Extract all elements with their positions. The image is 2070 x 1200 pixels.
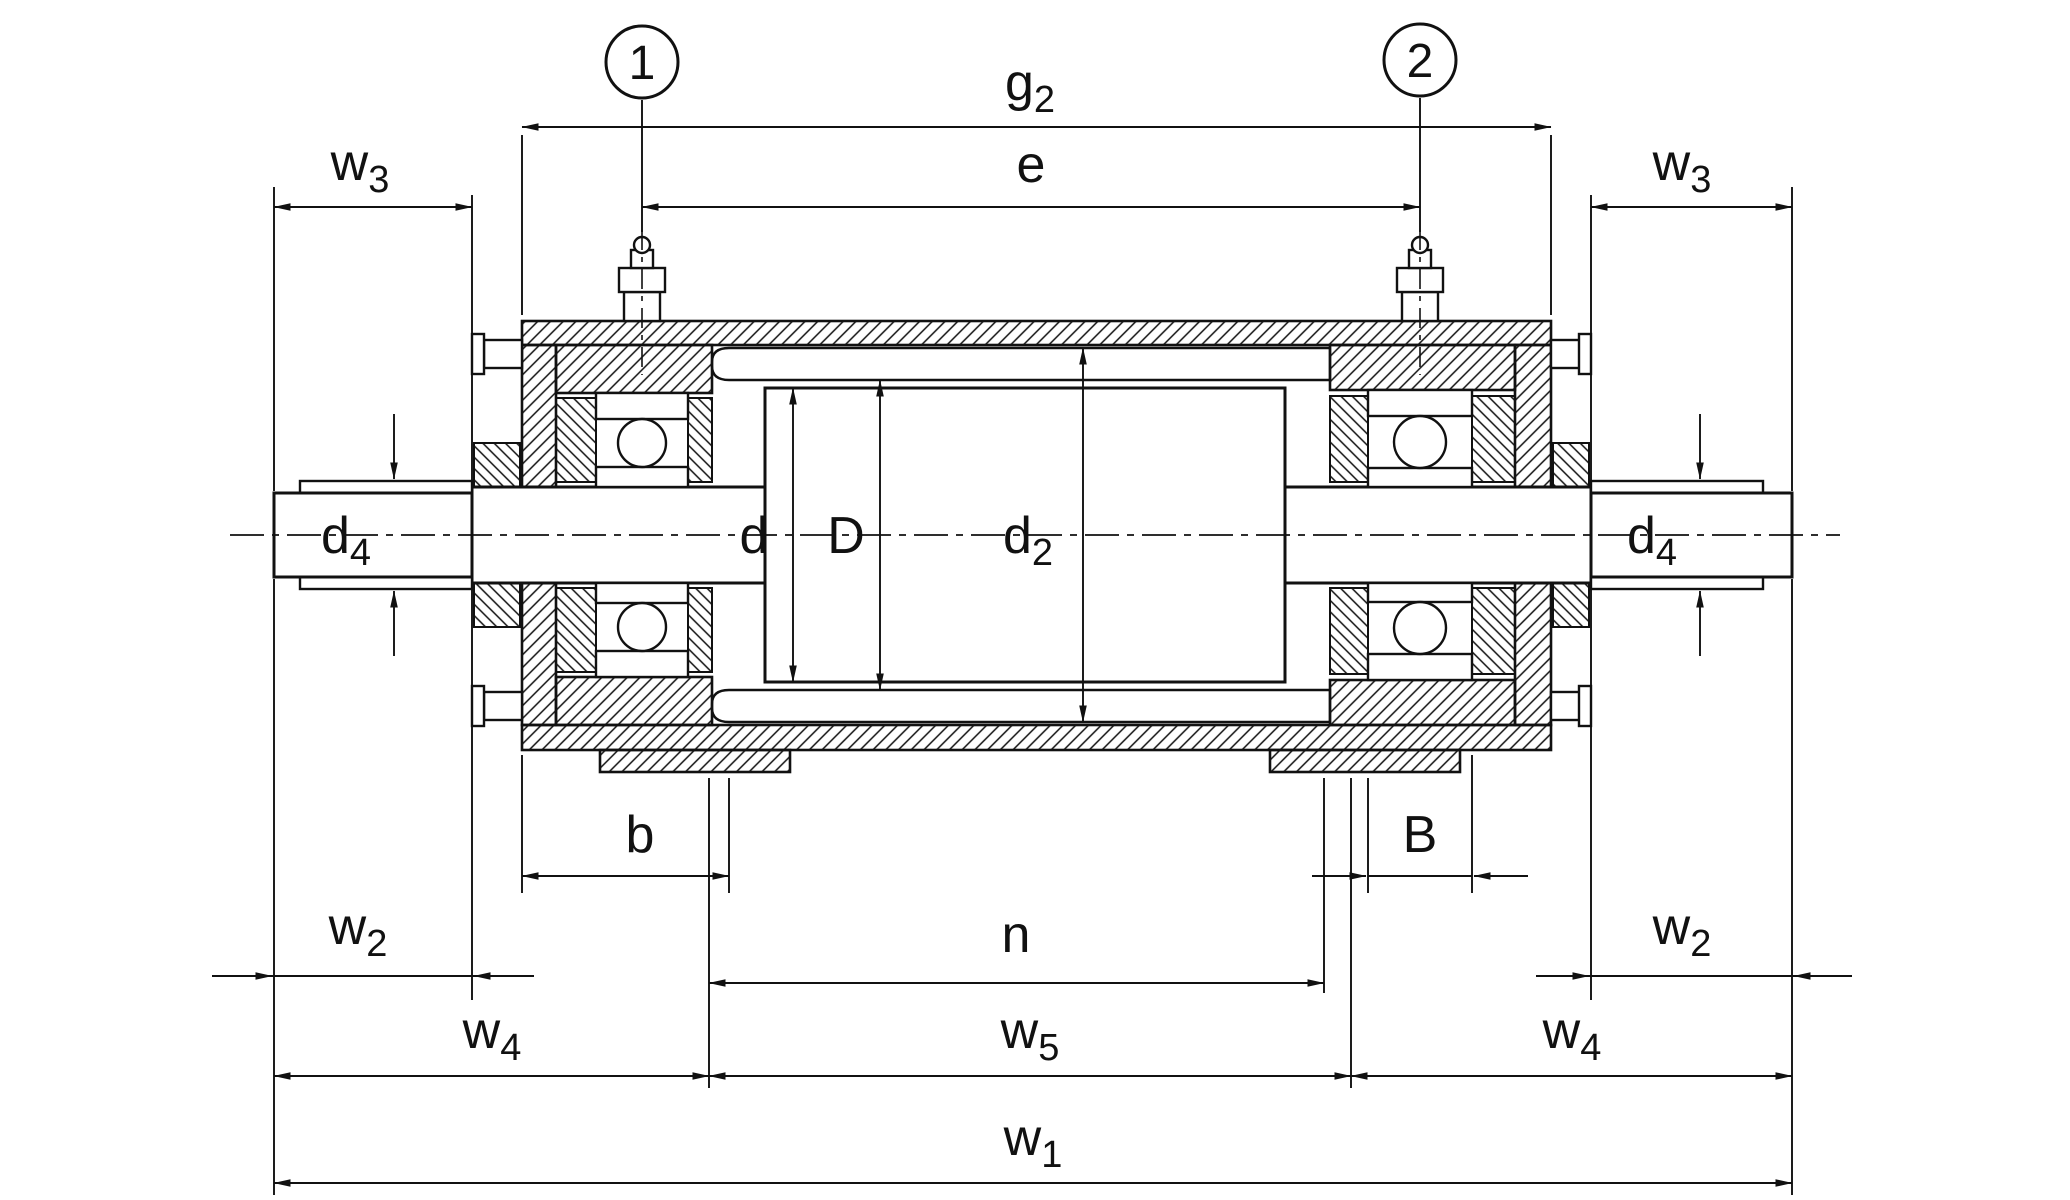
dim-label-w3-right: w3 — [1652, 134, 1712, 201]
left-end-cap-bottom — [520, 581, 558, 727]
dimension-labels: g2 e w3 w3 d4 d4 d D d2 b B n w2 w2 w4 w… — [321, 54, 1711, 1176]
right-bearing-seal-inner-bottom — [1329, 587, 1369, 675]
left-bearing-ball-bottom — [616, 601, 668, 653]
left-inner-race-bottom — [594, 581, 690, 605]
dim-label-b: b — [626, 806, 655, 864]
left-end-cap-top — [520, 343, 558, 489]
dim-label-w2-right: w2 — [1652, 898, 1712, 965]
right-locking-collar-bottom — [1552, 582, 1590, 628]
left-bearing-seal-outer-bottom — [555, 587, 597, 673]
right-outer-race-top — [1366, 388, 1474, 418]
right-bolt-head-bottom — [1577, 684, 1593, 728]
left-mounting-foot — [598, 748, 792, 774]
left-bolt-head-bottom — [470, 684, 486, 728]
right-outer-race-bottom — [1366, 652, 1474, 682]
shell-bottom-wall — [520, 723, 1553, 752]
left-bearing-seal-inner-top — [687, 397, 713, 483]
right-housing-boss-bottom — [1328, 678, 1517, 727]
right-bearing-seal-outer-bottom — [1471, 587, 1516, 675]
left-housing-boss-bottom — [554, 675, 714, 727]
dim-label-B: B — [1403, 806, 1438, 864]
left-outer-race-top — [594, 391, 690, 421]
dim-label-n: n — [1002, 906, 1031, 964]
left-housing-boss-top — [554, 343, 714, 395]
dim-label-w3-left: w3 — [330, 134, 390, 201]
callout-2-number: 2 — [1407, 35, 1434, 88]
callout-1-number: 1 — [629, 37, 656, 90]
callout-2: 2 — [1382, 22, 1458, 98]
left-bolt-shank-bottom — [482, 690, 524, 722]
dim-label-w1: w1 — [1003, 1109, 1063, 1176]
right-end-cap-top — [1513, 343, 1553, 489]
right-inner-race-top — [1366, 466, 1474, 489]
dim-label-w4-left: w4 — [462, 1002, 522, 1069]
spacer-sleeve-top-wall — [710, 346, 1332, 382]
dim-label-e: e — [1017, 136, 1046, 194]
right-end-cap-bottom — [1513, 581, 1553, 727]
right-inner-race-bottom — [1366, 581, 1474, 604]
right-bearing — [1329, 388, 1516, 682]
left-locking-collar-top — [473, 442, 521, 488]
left-locking-collar-bottom — [473, 582, 521, 628]
right-mounting-foot — [1268, 748, 1462, 774]
shell-top-wall — [520, 319, 1553, 347]
spacer-sleeve-bottom-wall — [710, 688, 1332, 724]
cap-bolts — [470, 332, 1593, 728]
callout-1-circle — [604, 24, 680, 100]
right-locking-collar-top — [1552, 442, 1590, 488]
left-bolt-head-top — [470, 332, 486, 376]
dimension-lines — [212, 123, 1852, 1187]
dim-label-w5: w5 — [1000, 1002, 1060, 1069]
dim-label-d: d — [740, 507, 769, 565]
dim-label-d2: d2 — [1003, 507, 1053, 574]
shaft-center-section — [763, 386, 1287, 684]
left-inner-race-top — [594, 465, 690, 489]
extension-lines — [273, 98, 1793, 1195]
left-bearing-seal-outer-top — [555, 397, 597, 483]
right-bearing-ball-bottom — [1392, 600, 1448, 656]
dim-label-w4-right: w4 — [1542, 1002, 1602, 1069]
right-bearing-seal-inner-top — [1329, 395, 1369, 483]
callout-1: 1 — [604, 24, 680, 100]
dim-label-w2-left: w2 — [328, 898, 388, 965]
spacer-sleeve — [710, 346, 1332, 724]
dim-label-D: D — [827, 507, 865, 565]
right-housing-boss-top — [1328, 343, 1517, 392]
locking-collars — [473, 442, 1590, 628]
dim-label-d4-left: d4 — [321, 507, 371, 574]
callout-2-circle — [1382, 22, 1458, 98]
left-outer-race-bottom — [594, 649, 690, 679]
right-bearing-ball-top — [1392, 414, 1448, 470]
left-bearing — [555, 391, 713, 679]
dim-label-d4-right: d4 — [1627, 507, 1677, 574]
right-bolt-head-top — [1577, 332, 1593, 376]
left-bolt-shank-top — [482, 338, 524, 370]
left-bearing-ball-top — [616, 417, 668, 469]
housing — [520, 319, 1553, 774]
dim-label-g2: g2 — [1005, 54, 1055, 121]
left-bearing-seal-inner-bottom — [687, 587, 713, 673]
right-bearing-seal-outer-top — [1471, 395, 1516, 483]
